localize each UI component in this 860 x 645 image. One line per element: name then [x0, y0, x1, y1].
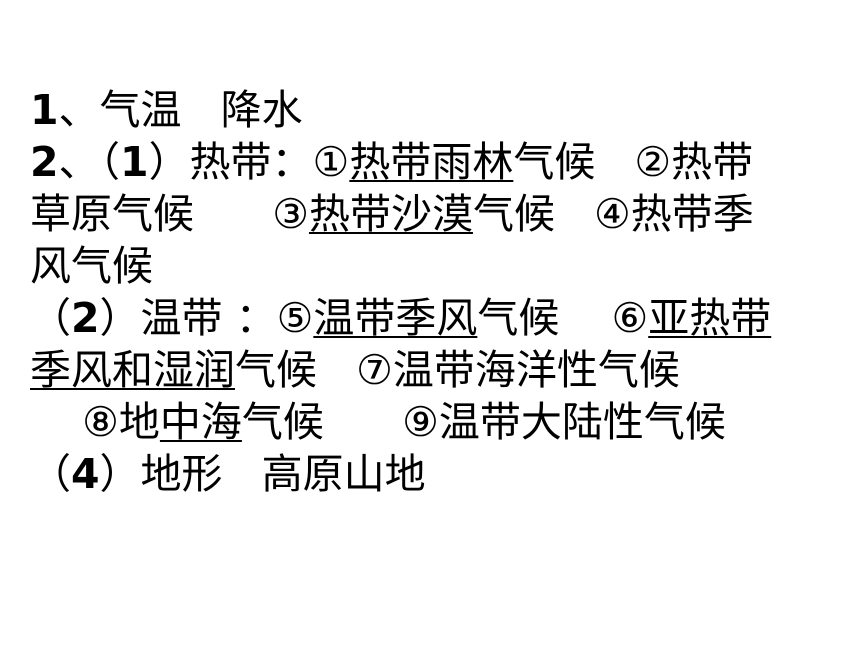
text-line-2: 2、（1）热带：①热带雨林气候 ②热带 [30, 136, 820, 188]
text-line-3: 草原气候 ③热带沙漠气候 ④热带季 [30, 188, 820, 240]
text-segment: ）地形 高原山地 [99, 450, 426, 498]
text-segment: ）热带：① [148, 138, 350, 186]
text-segment: 1 [30, 86, 59, 134]
text-line-7: ⑧地中海气候 ⑨温带大陆性气候 [30, 396, 820, 448]
text-line-4: 风气候 [30, 240, 820, 292]
text-segment: 气候 ④热带季 [472, 190, 754, 238]
underlined-term: 中海 [159, 398, 242, 446]
text-line-5: （2）温带 ：⑤温带季风气候 ⑥亚热带 [30, 292, 820, 344]
text-segment: （ [30, 294, 71, 342]
text-segment: 气候 ⑨温带大陆性气候 [241, 398, 726, 446]
text-segment: 气候 ⑦温带海洋性气候 [235, 346, 680, 394]
text-segment: 风气候 [30, 242, 153, 290]
underlined-term: 亚热带 [648, 294, 772, 342]
underlined-term: 热带沙漠 [308, 190, 473, 238]
text-segment: ）温带 ：⑤ [99, 294, 314, 342]
text-segment: 、（ [58, 138, 121, 186]
underlined-term: 温带季风 [313, 294, 478, 342]
text-line-6: 季风和湿润气候 ⑦温带海洋性气候 [30, 344, 820, 396]
underlined-term: 热带雨林 [349, 138, 514, 186]
text-segment: ⑧地 [30, 398, 160, 446]
underlined-term: 季风和湿润 [30, 346, 235, 394]
text-segment: 气候 ②热带 [513, 138, 754, 186]
text-segment: 4 [71, 450, 100, 498]
text-segment: 、气温 降水 [58, 86, 303, 134]
text-line-1: 1、气温 降水 [30, 84, 820, 136]
text-segment: 2 [71, 294, 100, 342]
text-segment: 1 [120, 138, 149, 186]
text-segment: 2 [30, 138, 59, 186]
text-segment: 草原气候 ③ [30, 190, 309, 238]
text-line-8: （4）地形 高原山地 [30, 448, 820, 500]
text-segment: 气候 ⑥ [477, 294, 649, 342]
text-segment: （ [30, 450, 71, 498]
